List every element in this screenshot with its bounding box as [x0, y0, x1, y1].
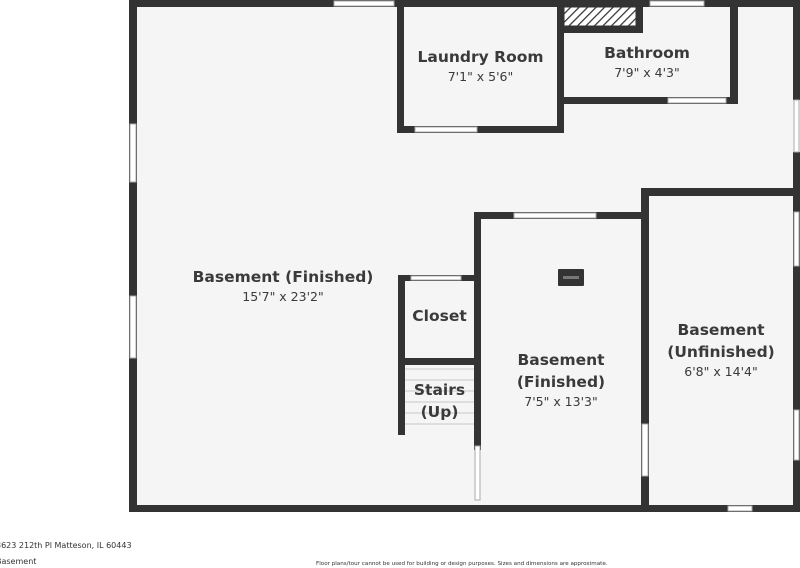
bathroom-dims: 7'9" x 4'3" [614, 65, 680, 80]
bathroom-label: Bathroom 7'9" x 4'3" [564, 42, 730, 82]
wall-device-display [563, 276, 579, 279]
hatched-fixture [563, 6, 637, 27]
windows [129, 0, 800, 512]
stair-treads [405, 368, 474, 425]
footer-disclaimer: Floor plans/tour cannot be used for buil… [316, 561, 608, 567]
closet-name: Closet [412, 307, 467, 325]
laundry-room-name: Laundry Room [417, 48, 544, 66]
basement-mid-name-line2: (Finished) [516, 373, 606, 391]
basement-mid-label: Basement (Finished) 7'5" x 13'3" [481, 349, 641, 411]
basement-main-dims: 15'7" x 23'2" [242, 289, 324, 304]
basement-main-label: Basement (Finished) 15'7" x 23'2" [137, 266, 429, 306]
footer-address: 3623 212th Pl Matteson, IL 60443 [0, 541, 132, 550]
basement-main-name: Basement (Finished) [192, 268, 374, 286]
basement-unfinished-dims: 6'8" x 14'4" [684, 364, 758, 379]
stairs-name-line2: (Up) [420, 403, 459, 421]
closet-label: Closet [405, 305, 474, 327]
outer-walls [129, 0, 800, 512]
laundry-room-label: Laundry Room 7'1" x 5'6" [404, 46, 557, 86]
basement-mid-dims: 7'5" x 13'3" [524, 394, 598, 409]
laundry-walls [397, 0, 564, 133]
bathroom-walls [557, 0, 738, 104]
basement-unfinished-name-line1: Basement [677, 321, 765, 339]
bathroom-name: Bathroom [604, 44, 690, 62]
stairs-name-line1: Stairs [413, 381, 466, 399]
basement-unfinished-label: Basement (Unfinished) 6'8" x 14'4" [649, 319, 793, 381]
basement-unfinished-name-line2: (Unfinished) [667, 343, 775, 361]
basement-mid-name-line1: Basement [517, 351, 605, 369]
footer-floor-name: Basement [0, 557, 37, 566]
floor-area [133, 4, 800, 509]
laundry-room-dims: 7'1" x 5'6" [447, 69, 514, 84]
stairs-label: Stairs (Up) [405, 379, 474, 423]
